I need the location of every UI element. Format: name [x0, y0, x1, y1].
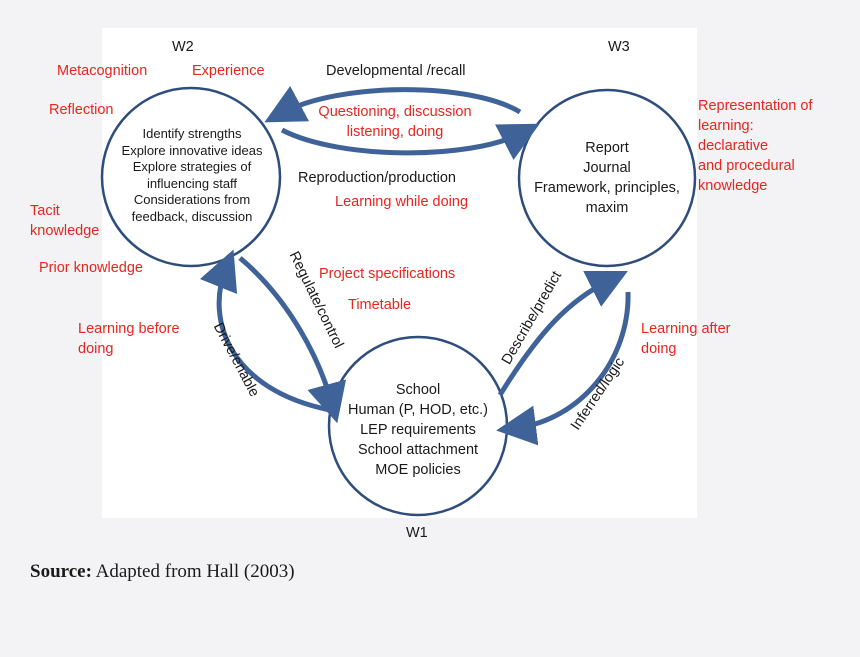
annotation-representation-line2: learning: — [698, 118, 754, 134]
annotation-learning-after-line1: Learning after — [641, 321, 731, 337]
w1-line: School — [395, 382, 441, 398]
w1-line: Human (P, HOD, etc.) — [348, 402, 488, 418]
annotation-experience: Experience — [192, 63, 265, 79]
edge-label-timetable: Timetable — [348, 297, 412, 313]
source-label: Source: — [30, 561, 92, 582]
arrow-w1-to-w3-describe — [497, 271, 628, 397]
arrow-w3-to-w1-inferred — [496, 291, 631, 446]
circle-w3 — [517, 88, 697, 268]
w1-line: MOE policies — [375, 462, 461, 478]
w3-line: maxim — [585, 200, 629, 216]
w1-line: LEP requirements — [360, 422, 476, 438]
annotation-representation-line3: declarative — [698, 138, 769, 154]
w2-content: Identify strengths Explore innovative id… — [107, 126, 277, 225]
source-caption: Source: Adapted from Hall (2003) — [30, 561, 295, 583]
annotation-representation-line1: Representation of — [698, 98, 813, 114]
edge-label-project-specifications: Project specifications — [319, 266, 456, 282]
w3-line: Journal — [583, 160, 631, 176]
w3-line: Report — [585, 140, 629, 156]
source-text: Adapted from Hall (2003) — [91, 561, 295, 582]
w2-line: Identify strengths — [142, 126, 242, 141]
w2-line: influencing staff — [146, 175, 238, 191]
annotation-learning-before-line1: Learning before — [78, 321, 180, 337]
w2-line: feedback, discussion — [131, 208, 253, 224]
node-label-w2: W2 — [172, 39, 194, 55]
arrow-w2-to-w1-regulate — [238, 256, 347, 424]
w2-line: Explore innovative ideas — [121, 142, 263, 158]
w3-content: Report Journal Framework, principles, ma… — [517, 138, 697, 218]
annotation-learning-after-line2: doing — [641, 341, 677, 357]
edge-label-reproduction: Reproduction/production — [298, 170, 456, 186]
w1-content: School Human (P, HOD, etc.) LEP requirem… — [328, 380, 508, 480]
arrow-w1-to-w2-drive — [199, 249, 331, 413]
arrow-w3-to-w2-top — [264, 85, 522, 123]
annotation-representation-line4: and procedural — [698, 158, 795, 174]
annotation-tacit-line1: Tacit — [30, 203, 60, 219]
circle-w2 — [100, 86, 282, 268]
annotation-prior-knowledge: Prior knowledge — [39, 260, 143, 276]
edge-label-learning-while-doing: Learning while doing — [335, 194, 469, 210]
node-label-w1: W1 — [406, 525, 428, 541]
node-label-w3: W3 — [608, 39, 630, 55]
edge-label-developmental-recall: Developmental /recall — [326, 63, 466, 79]
edge-label-questioning: Questioning, discussion — [318, 104, 472, 120]
w2-line: Explore strategies of — [132, 159, 252, 174]
annotation-reflection: Reflection — [49, 102, 114, 118]
annotation-tacit-line2: knowledge — [30, 223, 100, 239]
arrow-w2-to-w3-bottom — [280, 123, 540, 160]
w1-line: School attachment — [357, 442, 479, 458]
annotation-metacognition: Metacognition — [57, 63, 148, 79]
w2-line: Considerations from — [133, 192, 251, 207]
w3-line: Framework, principles, — [534, 180, 680, 196]
annotation-representation-line5: knowledge — [698, 178, 768, 194]
edge-label-listening: listening, doing — [346, 124, 444, 140]
annotation-learning-before-line2: doing — [78, 341, 114, 357]
